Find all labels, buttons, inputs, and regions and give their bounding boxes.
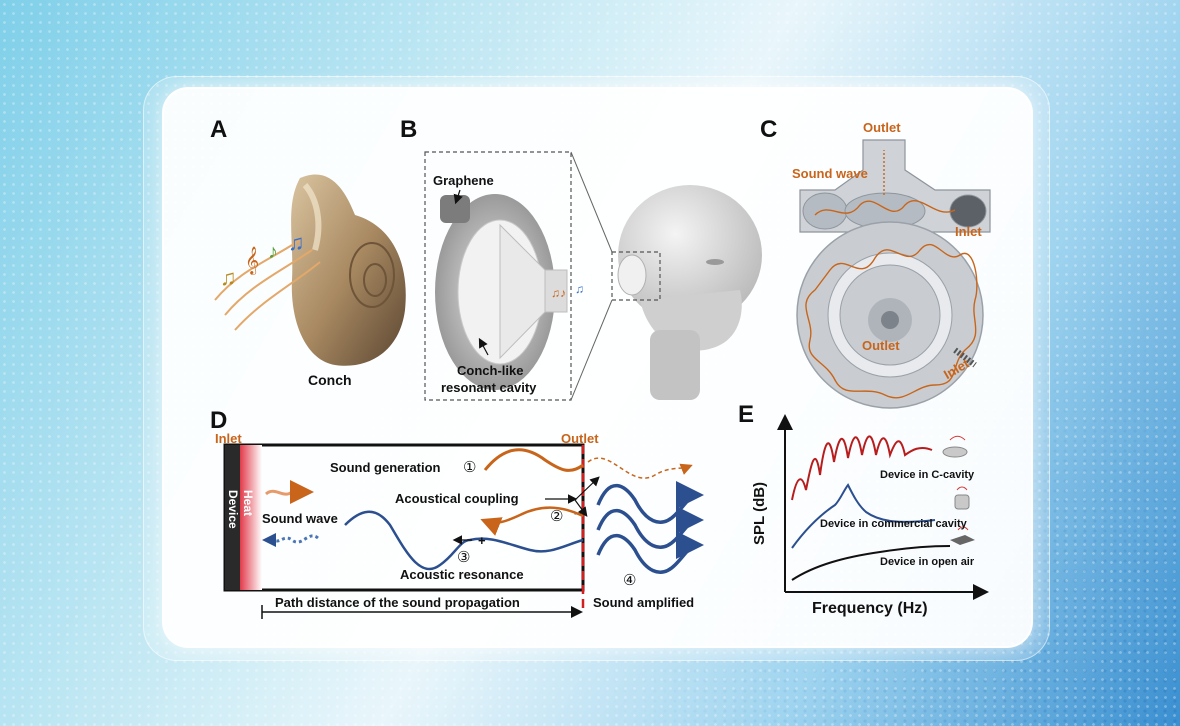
d-sound-wave-label: Sound wave <box>262 511 338 526</box>
c-cavity-side-view <box>799 139 991 233</box>
d-sound-generation-label: Sound generation <box>330 460 441 475</box>
head-zoom-box <box>611 251 661 301</box>
e-legend-c-cavity: Device in C-cavity <box>880 469 975 481</box>
cavity-label-line2: resonant cavity <box>441 380 537 395</box>
d-acoustical-coupling-label: Acoustical coupling <box>395 491 519 506</box>
panel-d: D Inlet Outlet Device Heat Sound wave So… <box>210 407 704 619</box>
svg-text:𝄞: 𝄞 <box>245 247 259 275</box>
d-reflected-wave <box>480 506 584 536</box>
d-step-2: ② <box>550 508 563 525</box>
svg-text:♫: ♫ <box>575 282 584 296</box>
e-legend-open-air: Device in open air <box>880 556 975 568</box>
tiny-notes-icon: ♫♪ ♫ <box>551 282 584 300</box>
d-blue-wave-icon <box>273 534 319 544</box>
graphene-icon <box>440 195 470 223</box>
d-path-distance-label: Path distance of the sound propagation <box>275 595 520 610</box>
svg-text:♫: ♫ <box>288 230 305 255</box>
panel-e: E SPL (dB) Frequency (Hz) Device in C-ca… <box>738 401 989 617</box>
e-commercial-device-icon <box>954 486 970 510</box>
d-step-3: ③ <box>457 549 470 566</box>
panel-b-letter: B <box>400 116 417 143</box>
graphene-label: Graphene <box>433 173 494 188</box>
cavity-label-line1: Conch-like <box>457 363 523 378</box>
e-curve-commercial <box>791 483 936 549</box>
zoom-box <box>424 151 572 401</box>
d-resonance-wave <box>344 510 584 571</box>
e-curve-c-cavity <box>791 435 933 501</box>
conch-shell-image <box>291 174 406 366</box>
e-c-cavity-device-icon <box>942 435 968 458</box>
d-amplified-wave-1 <box>596 481 704 524</box>
d-escaping-wave <box>587 457 693 479</box>
d-acoustic-resonance-label: Acoustic resonance <box>400 567 524 582</box>
d-orange-wave-icon <box>265 480 314 504</box>
c-inlet-top: Inlet <box>955 224 982 239</box>
panel-a: A ♫ 𝄞 ♪ ♫ Conch <box>210 116 406 388</box>
panel-c-letter: C <box>760 116 777 143</box>
svg-text:♪: ♪ <box>268 241 278 263</box>
d-sound-amplified-label: Sound amplified <box>593 595 694 610</box>
svg-text:♫♪: ♫♪ <box>551 286 566 300</box>
d-outlet: Outlet <box>561 431 599 446</box>
d-step-4: ④ <box>623 572 636 589</box>
d-plus-sign: + <box>478 533 486 548</box>
d-inlet: Inlet <box>215 431 242 446</box>
e-ylabel: SPL (dB) <box>751 482 768 545</box>
panel-c: C Outlet Sound wave Inlet Outlet Inlet <box>760 116 991 409</box>
c-cavity-top-view <box>796 221 984 409</box>
panel-e-letter: E <box>738 401 754 428</box>
panel-d-letter: D <box>210 407 227 434</box>
d-heat-label: Heat <box>241 490 255 516</box>
music-notes-icon: ♫ 𝄞 ♪ ♫ <box>214 230 321 331</box>
d-device-bar <box>225 445 240 590</box>
conch-caption: Conch <box>308 372 352 388</box>
e-xlabel: Frequency (Hz) <box>812 600 928 617</box>
panel-b: B Graphene Conch-like resonant cavity ♫♪… <box>400 116 762 401</box>
head-image <box>617 185 762 400</box>
c-outlet-bottom: Outlet <box>862 338 900 353</box>
resonant-cavity-image <box>435 194 568 390</box>
d-device-label: Device <box>226 490 240 529</box>
d-amplified-wave-2 <box>596 506 704 549</box>
d-amplified-wave-3 <box>596 531 704 574</box>
d-heat-gradient <box>240 445 262 590</box>
d-step-1: ① <box>463 459 476 476</box>
e-open-air-device-icon <box>950 526 975 545</box>
e-curve-open-air <box>791 545 951 581</box>
d-generation-wave <box>483 448 584 472</box>
panel-a-letter: A <box>210 116 227 143</box>
c-sound-wave-label: Sound wave <box>792 166 868 181</box>
e-legend-commercial: Device in commercial cavity <box>820 518 968 530</box>
c-outlet-top: Outlet <box>863 120 901 135</box>
svg-text:♫: ♫ <box>220 265 237 290</box>
